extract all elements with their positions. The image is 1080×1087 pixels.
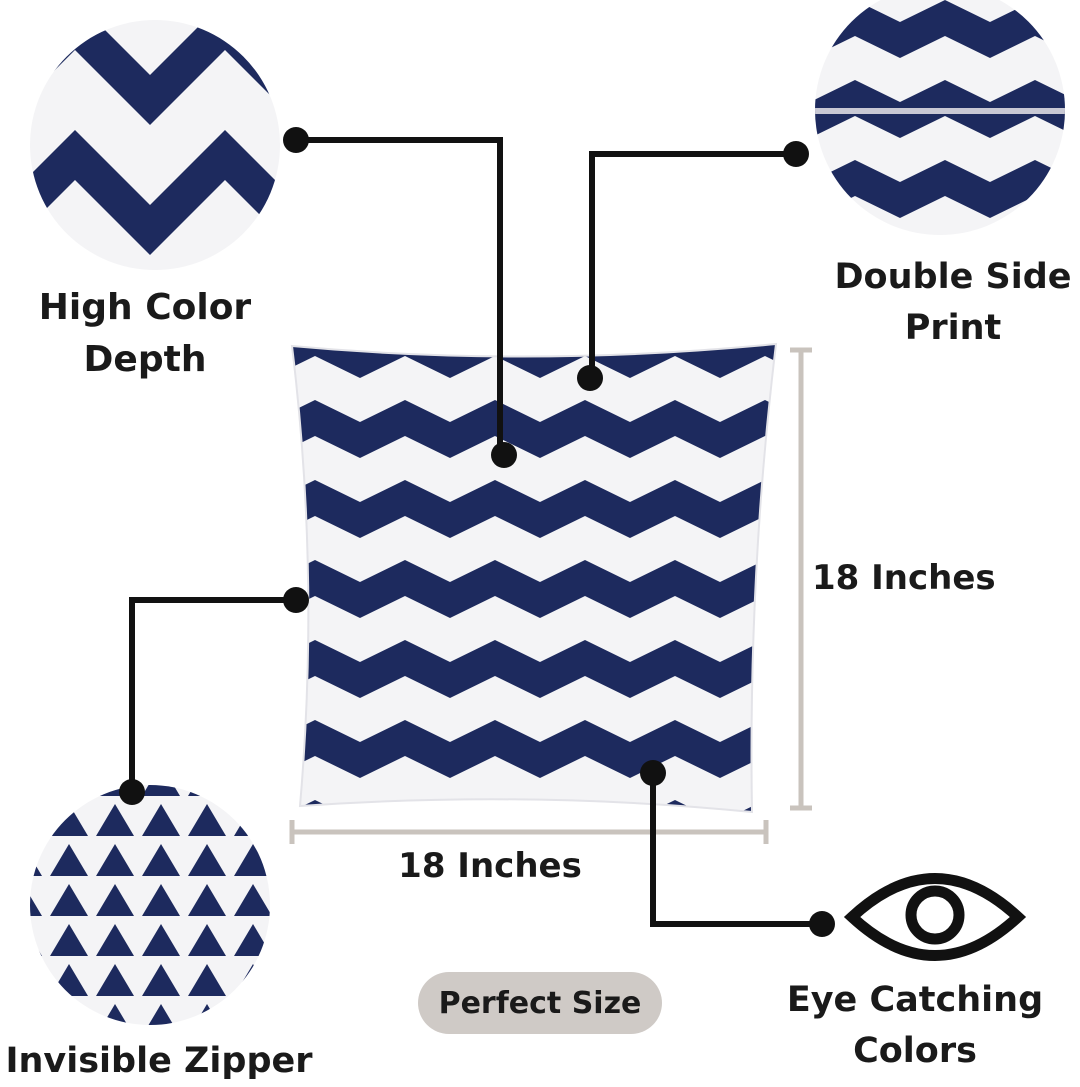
eye-catching-colors-line2: Colors: [853, 1030, 977, 1071]
width-measure-line: [289, 820, 769, 844]
perfect-size-badge: Perfect Size: [418, 972, 662, 1034]
double-side-print-line1: Double Side: [834, 257, 1072, 297]
double-side-closeup: [815, 0, 1065, 235]
double-side-print-line2: Print: [904, 307, 1002, 348]
width-dimension-label: 18 Inches: [398, 846, 582, 886]
high-color-depth-line1: High Color: [38, 287, 252, 328]
eye-icon: [843, 873, 1027, 961]
high-color-depth-line2: Depth: [83, 339, 207, 381]
double-side-print-label: Double Side Print: [826, 252, 1080, 354]
eye-catching-colors-label: Eye Catching Colors: [780, 975, 1050, 1077]
color-depth-closeup: [30, 20, 280, 270]
height-dimension-label: 18 Inches: [812, 558, 996, 598]
height-measure-line: [790, 347, 812, 811]
zipper-closeup: [30, 785, 270, 1025]
pillow-image: [290, 342, 778, 814]
callout-lines: [129, 137, 822, 927]
callout-dots: [119, 127, 835, 937]
invisible-zipper-label: Invisible Zipper: [5, 1041, 313, 1081]
eye-catching-colors-line1: Eye Catching: [786, 980, 1044, 1020]
high-color-depth-label: High Color Depth: [30, 282, 260, 386]
